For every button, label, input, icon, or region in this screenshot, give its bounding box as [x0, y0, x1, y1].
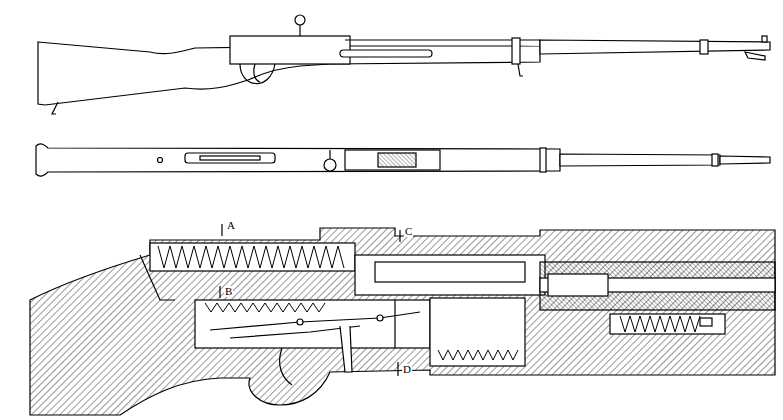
section-label: D	[402, 364, 412, 375]
spring-coil	[620, 316, 700, 332]
section-mark	[220, 224, 400, 376]
cutaway-view	[30, 228, 775, 415]
spring-coil	[438, 350, 518, 360]
spring	[158, 246, 700, 360]
spring-coil	[158, 246, 344, 268]
side-view	[38, 15, 770, 114]
section-label: B	[224, 286, 233, 297]
top-view	[36, 144, 770, 176]
section-label: A	[226, 220, 236, 231]
spring-coil	[205, 303, 325, 312]
section-label: C	[404, 226, 413, 237]
